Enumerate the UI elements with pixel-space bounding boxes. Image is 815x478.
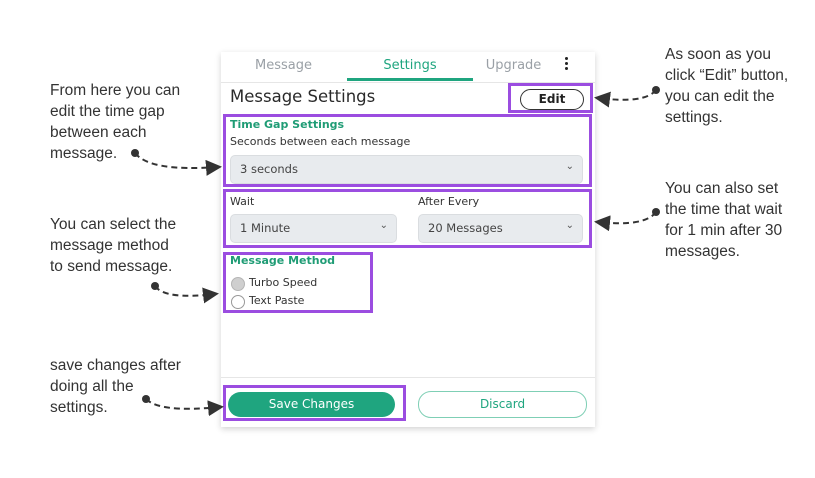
dashed-arrow-icon (594, 211, 657, 232)
wait-label: Wait (230, 195, 255, 208)
time-gap-section-title: Time Gap Settings (230, 118, 345, 131)
radio-label: Turbo Speed (249, 276, 318, 289)
arrow-dot-icon (652, 86, 660, 94)
seconds-select-value: 3 seconds (240, 162, 298, 176)
tab-settings[interactable]: Settings (383, 58, 437, 73)
chevron-down-icon: ⌄ (565, 161, 574, 172)
tab-bar: Message Settings Upgrade (221, 52, 595, 83)
tab-message[interactable]: Message (255, 58, 312, 73)
annotation-time-gap: From here you can edit the time gap betw… (50, 82, 181, 162)
radio-label: Text Paste (249, 294, 305, 307)
discard-button[interactable]: Discard (418, 391, 587, 418)
dashed-arrow-icon (594, 89, 657, 108)
radio-text-paste[interactable]: Text Paste (231, 294, 341, 310)
seconds-label: Seconds between each message (230, 135, 411, 148)
dashed-arrow-icon (154, 285, 219, 304)
seconds-select[interactable]: 3 seconds ⌄ (230, 155, 583, 184)
arrow-dot-icon (652, 208, 660, 216)
after-every-select-value: 20 Messages (428, 221, 503, 235)
active-tab-indicator (347, 78, 473, 81)
edit-button[interactable]: Edit (520, 89, 584, 110)
radio-button-checked[interactable] (231, 277, 245, 291)
annotation-edit-button: As soon as you click “Edit” button, you … (665, 46, 789, 126)
annotation-save-changes: save changes after doing all the setting… (50, 357, 181, 416)
message-method-section-title: Message Method (230, 254, 336, 267)
radio-turbo-speed[interactable]: Turbo Speed (231, 276, 341, 292)
chevron-down-icon: ⌄ (565, 220, 574, 231)
wait-select[interactable]: 1 Minute ⌄ (230, 214, 397, 243)
page-title: Message Settings (230, 87, 376, 106)
radio-button[interactable] (231, 295, 245, 309)
footer-divider (221, 377, 595, 378)
save-changes-button[interactable]: Save Changes (228, 392, 395, 417)
wait-select-value: 1 Minute (240, 221, 291, 235)
settings-panel: Message Settings Upgrade Message Setting… (221, 52, 595, 427)
annotation-message-method: You can select the message method to sen… (50, 216, 177, 275)
arrow-dot-icon (151, 282, 159, 290)
annotation-wait: You can also set the time that wait for … (665, 180, 783, 260)
chevron-down-icon: ⌄ (379, 220, 388, 231)
after-every-label: After Every (418, 195, 480, 208)
after-every-select[interactable]: 20 Messages ⌄ (418, 214, 583, 243)
tab-upgrade[interactable]: Upgrade (485, 58, 542, 73)
kebab-menu-icon[interactable] (559, 55, 573, 75)
